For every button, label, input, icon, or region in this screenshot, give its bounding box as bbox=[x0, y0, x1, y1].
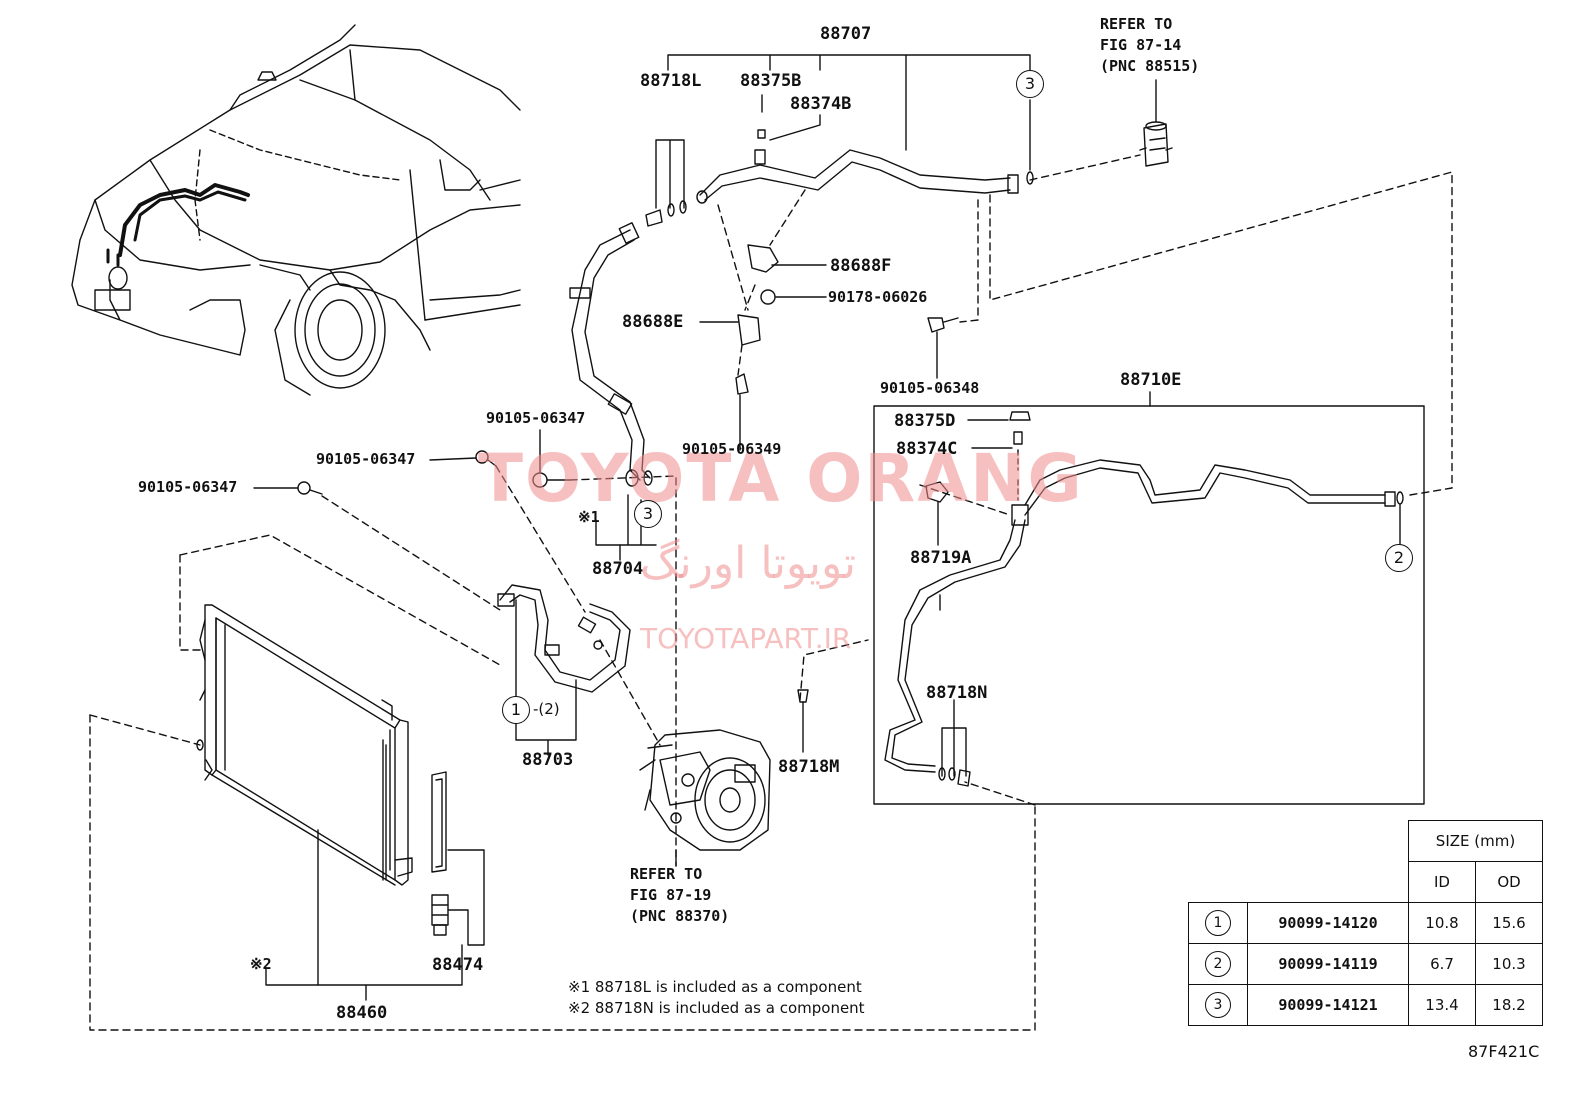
label-88688F: 88688F bbox=[830, 256, 892, 276]
liquid-line-88710E bbox=[884, 459, 1404, 787]
label-88719A: 88719A bbox=[910, 548, 972, 568]
label-88474: 88474 bbox=[432, 955, 484, 975]
label-mark-2: ※2 bbox=[250, 955, 272, 973]
suction-hose-88707 bbox=[696, 129, 1034, 204]
label-88375D: 88375D bbox=[894, 411, 956, 431]
label-90105-06347-top: 90105-06347 bbox=[486, 409, 586, 427]
watermark-persian: تویوتا اورنگ bbox=[640, 538, 856, 589]
row-od: 18.2 bbox=[1475, 984, 1543, 1026]
row-part-number: 90099-14120 bbox=[1247, 902, 1409, 944]
circle-3-mid: 3 bbox=[634, 500, 662, 528]
label-90105-06348: 90105-06348 bbox=[880, 379, 980, 397]
row-id: 10.8 bbox=[1408, 902, 1476, 944]
row-od: 15.6 bbox=[1475, 902, 1543, 944]
row-part-number: 90099-14119 bbox=[1247, 943, 1409, 985]
compressor bbox=[639, 729, 771, 867]
hose-88703 bbox=[497, 584, 631, 693]
label-90105-06347-left: 90105-06347 bbox=[138, 478, 238, 496]
row-mark: 2 bbox=[1205, 951, 1231, 977]
watermark-site: TOYOTAPART.IR bbox=[640, 622, 852, 655]
car-illustration bbox=[71, 24, 521, 396]
label-88374C: 88374C bbox=[896, 439, 958, 459]
label-88707: 88707 bbox=[820, 24, 872, 44]
size-table: SIZE (mm) ID OD 1 90099-14120 10.8 15.6 … bbox=[1188, 820, 1543, 1026]
circle-1: 1 bbox=[502, 696, 530, 724]
size-table-row: 2 90099-14119 6.7 10.3 bbox=[1188, 943, 1543, 985]
label-90105-06349: 90105-06349 bbox=[682, 440, 782, 458]
size-table-row: 1 90099-14120 10.8 15.6 bbox=[1188, 902, 1543, 944]
label-88688E: 88688E bbox=[622, 312, 684, 332]
row-mark: 3 bbox=[1205, 992, 1231, 1018]
row-mark: 1 bbox=[1205, 910, 1231, 936]
circle-2: 2 bbox=[1385, 544, 1413, 572]
row-od: 10.3 bbox=[1475, 943, 1543, 985]
footnote-2: ※2 88718N is included as a component bbox=[568, 999, 865, 1017]
label-88460: 88460 bbox=[336, 1003, 388, 1023]
circle-3-top: 3 bbox=[1016, 70, 1044, 98]
label-88718M: 88718M bbox=[778, 757, 840, 777]
label-88704: 88704 bbox=[592, 559, 644, 579]
row-id: 13.4 bbox=[1408, 984, 1476, 1026]
size-table-col-od: OD bbox=[1475, 861, 1543, 903]
label-88375B: 88375B bbox=[740, 71, 802, 91]
dashed-leaders bbox=[89, 154, 1453, 1031]
size-table-header: SIZE (mm) bbox=[1408, 820, 1543, 862]
label-88374B: 88374B bbox=[790, 94, 852, 114]
footnote-1: ※1 88718L is included as a component bbox=[568, 978, 862, 996]
label-90178-06026: 90178-06026 bbox=[828, 288, 928, 306]
label-88703-suffix: -(2) bbox=[533, 700, 560, 718]
label-88703: 88703 bbox=[522, 750, 574, 770]
refer-fig-87-14: REFER TO FIG 87-14 (PNC 88515) bbox=[1100, 15, 1200, 75]
refer-fig-87-19: REFER TO FIG 87-19 (PNC 88370) bbox=[630, 865, 730, 925]
label-90105-06347-mid: 90105-06347 bbox=[316, 450, 416, 468]
expansion-valve bbox=[1139, 79, 1173, 167]
label-88718N: 88718N bbox=[926, 683, 988, 703]
discharge-hose-88704 bbox=[569, 222, 653, 487]
size-table-col-id: ID bbox=[1408, 861, 1476, 903]
label-88710E: 88710E bbox=[1120, 370, 1182, 390]
condenser-88460 bbox=[196, 604, 413, 986]
row-id: 6.7 bbox=[1408, 943, 1476, 985]
row-part-number: 90099-14121 bbox=[1247, 984, 1409, 1026]
label-88718L: 88718L bbox=[640, 71, 702, 91]
size-table-row: 3 90099-14121 13.4 18.2 bbox=[1188, 984, 1543, 1026]
figure-id: 87F421C bbox=[1468, 1042, 1540, 1061]
box-88710E bbox=[873, 405, 1425, 805]
watermark-brand: TOYOTA ORANG bbox=[478, 440, 1084, 517]
receiver-88474 bbox=[431, 771, 485, 946]
label-mark-1: ※1 bbox=[578, 508, 600, 526]
